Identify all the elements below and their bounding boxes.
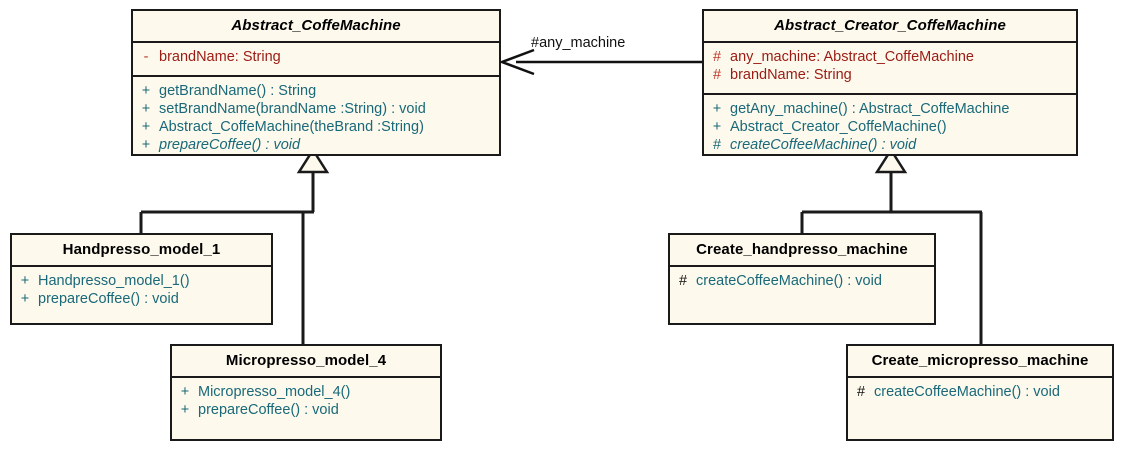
class-title-handpresso-model-1: Handpresso_model_1 [62, 241, 221, 258]
method-text: prepareCoffee() : void [38, 291, 179, 307]
class-title-abstract-creator-coffemachine: Abstract_Creator_CoffeMachine [774, 17, 1006, 34]
method-row: # createCoffeeMachine() : void [670, 272, 934, 290]
method-row: + getBrandName() : String [133, 82, 499, 100]
method-row: + Abstract_Creator_CoffeMachine() [704, 118, 1076, 136]
method-row: # createCoffeeMachine() : void [848, 383, 1112, 401]
method-text: createCoffeeMachine() : void [730, 137, 917, 153]
attributes-compartment-abstract-coffemachine: - brandName: String [133, 41, 499, 72]
visibility-marker: + [141, 83, 151, 99]
visibility-marker: - [143, 49, 149, 65]
method-row: + setBrandName(brandName :String) : void [133, 100, 499, 118]
visibility-marker: # [712, 67, 722, 83]
class-title-abstract-coffemachine: Abstract_CoffeMachine [231, 17, 401, 34]
visibility-marker: + [141, 119, 151, 135]
attribute-row: # any_machine: Abstract_CoffeMachine [704, 48, 1076, 66]
methods-compartment-handpresso-model-1: + Handpresso_model_1() + prepareCoffee()… [12, 265, 271, 314]
method-row: # createCoffeeMachine() : void [704, 136, 1076, 154]
attributes-compartment-abstract-creator-coffemachine: # any_machine: Abstract_CoffeMachine # b… [704, 41, 1076, 90]
attribute-text: brandName: String [159, 49, 281, 65]
methods-compartment-micropresso-model-4: + Micropresso_model_4() + prepareCoffee(… [172, 376, 440, 425]
method-text: prepareCoffee() : void [159, 137, 301, 153]
attribute-text: brandName: String [730, 67, 852, 83]
class-title-create-handpresso-machine: Create_handpresso_machine [696, 241, 908, 258]
visibility-marker: + [141, 101, 151, 117]
association-label-any-machine: #any_machine [531, 35, 626, 51]
methods-compartment-create-micropresso-machine: # createCoffeeMachine() : void [848, 376, 1112, 407]
visibility-marker: + [20, 291, 30, 307]
method-text: getAny_machine() : Abstract_CoffeMachine [730, 101, 1010, 117]
method-text: setBrandName(brandName :String) : void [159, 101, 426, 117]
attribute-text: any_machine: Abstract_CoffeMachine [730, 49, 974, 65]
method-row: + prepareCoffee() : void [172, 401, 440, 419]
class-abstract-creator-coffemachine[interactable]: Abstract_Creator_CoffeMachine # any_mach… [702, 9, 1078, 156]
method-text: Micropresso_model_4() [198, 384, 351, 400]
method-text: Handpresso_model_1() [38, 273, 190, 289]
class-create-handpresso-machine[interactable]: Create_handpresso_machine # createCoffee… [668, 233, 936, 325]
attribute-row: # brandName: String [704, 66, 1076, 84]
class-micropresso-model-4[interactable]: Micropresso_model_4 + Micropresso_model_… [170, 344, 442, 441]
visibility-marker: + [712, 101, 722, 117]
class-handpresso-model-1[interactable]: Handpresso_model_1 + Handpresso_model_1(… [10, 233, 273, 325]
visibility-marker: # [712, 137, 722, 153]
visibility-marker: # [712, 49, 722, 65]
method-row: + getAny_machine() : Abstract_CoffeMachi… [704, 100, 1076, 118]
visibility-marker: + [141, 137, 151, 153]
class-abstract-coffemachine[interactable]: Abstract_CoffeMachine - brandName: Strin… [131, 9, 501, 156]
class-title-micropresso-model-4: Micropresso_model_4 [225, 352, 387, 369]
visibility-marker: + [712, 119, 722, 135]
class-title-create-micropresso-machine: Create_micropresso_machine [871, 352, 1089, 369]
methods-compartment-abstract-creator-coffemachine: + getAny_machine() : Abstract_CoffeMachi… [704, 93, 1076, 160]
method-text: Abstract_Creator_CoffeMachine() [730, 119, 947, 135]
methods-compartment-create-handpresso-machine: # createCoffeeMachine() : void [670, 265, 934, 296]
method-text: createCoffeeMachine() : void [696, 273, 882, 289]
visibility-marker: # [678, 273, 688, 289]
method-text: createCoffeeMachine() : void [874, 384, 1060, 400]
class-create-micropresso-machine[interactable]: Create_micropresso_machine # createCoffe… [846, 344, 1114, 441]
method-row: + prepareCoffee() : void [12, 290, 271, 308]
method-row: + prepareCoffee() : void [133, 136, 499, 154]
methods-compartment-abstract-coffemachine: + getBrandName() : String + setBrandName… [133, 75, 499, 160]
attribute-row: - brandName: String [133, 48, 499, 66]
visibility-marker: + [20, 273, 30, 289]
method-row: + Abstract_CoffeMachine(theBrand :String… [133, 118, 499, 136]
method-row: + Micropresso_model_4() [172, 383, 440, 401]
method-row: + Handpresso_model_1() [12, 272, 271, 290]
visibility-marker: # [856, 384, 866, 400]
method-text: getBrandName() : String [159, 83, 317, 99]
visibility-marker: + [180, 384, 190, 400]
method-text: prepareCoffee() : void [198, 402, 339, 418]
association-any-machine [498, 48, 702, 76]
visibility-marker: + [180, 402, 190, 418]
method-text: Abstract_CoffeMachine(theBrand :String) [159, 119, 424, 135]
